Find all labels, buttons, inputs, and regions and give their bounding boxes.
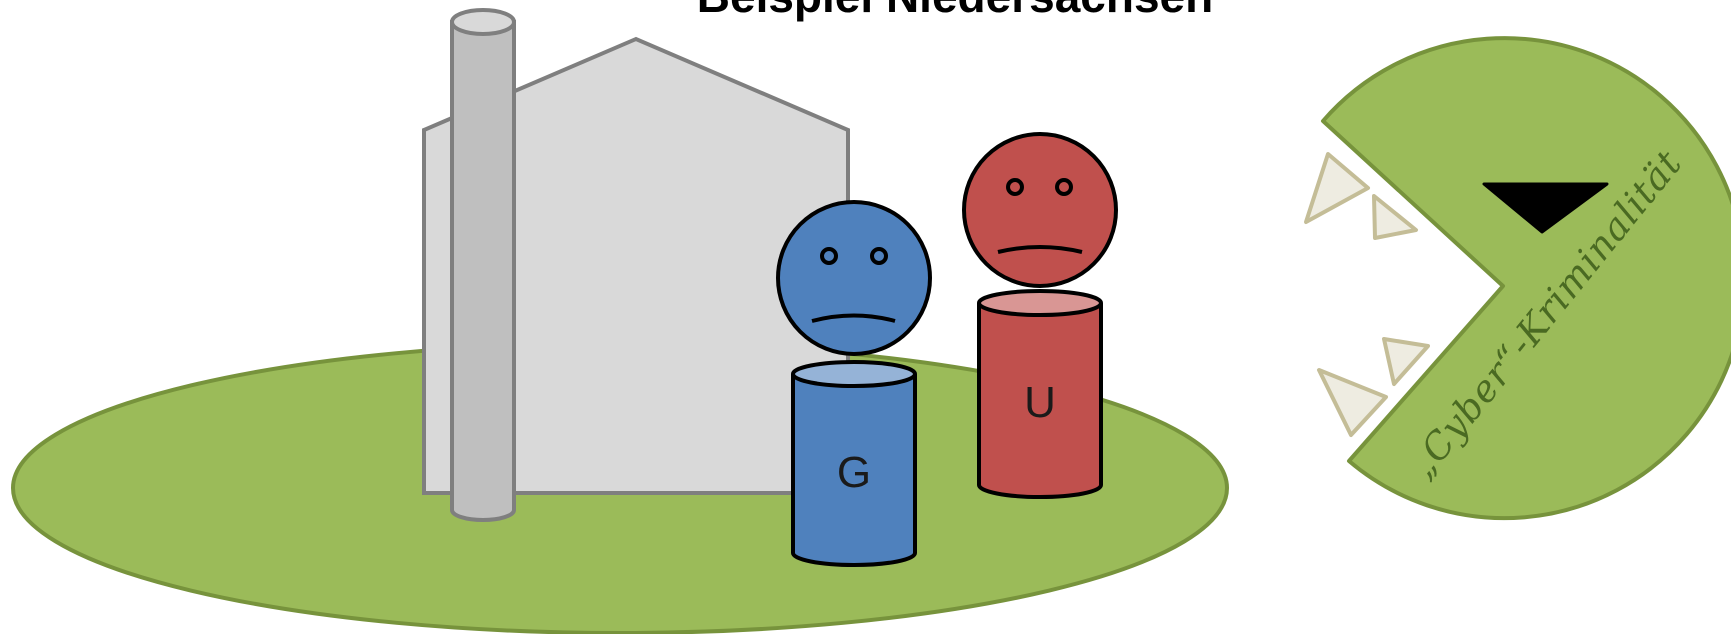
tooth — [1304, 152, 1370, 224]
pacman-eye — [1482, 182, 1609, 234]
factory-chimney — [450, 8, 516, 522]
tooth — [1372, 194, 1418, 240]
tooth — [1317, 368, 1388, 437]
figure-u: U — [962, 132, 1118, 499]
figure-g-label: G — [837, 448, 871, 497]
figure-g: G — [776, 200, 932, 567]
tooth — [1382, 337, 1430, 386]
pacman-cybercrime: „Cyber“-Kriminalität — [1321, 36, 1731, 521]
pacman-teeth — [1304, 152, 1430, 437]
sad-face-icon — [962, 132, 1118, 288]
sad-face-icon — [776, 200, 932, 356]
page-title: Beispiel Niedersachsen — [697, 0, 1213, 22]
figure-u-label: U — [1024, 378, 1056, 427]
